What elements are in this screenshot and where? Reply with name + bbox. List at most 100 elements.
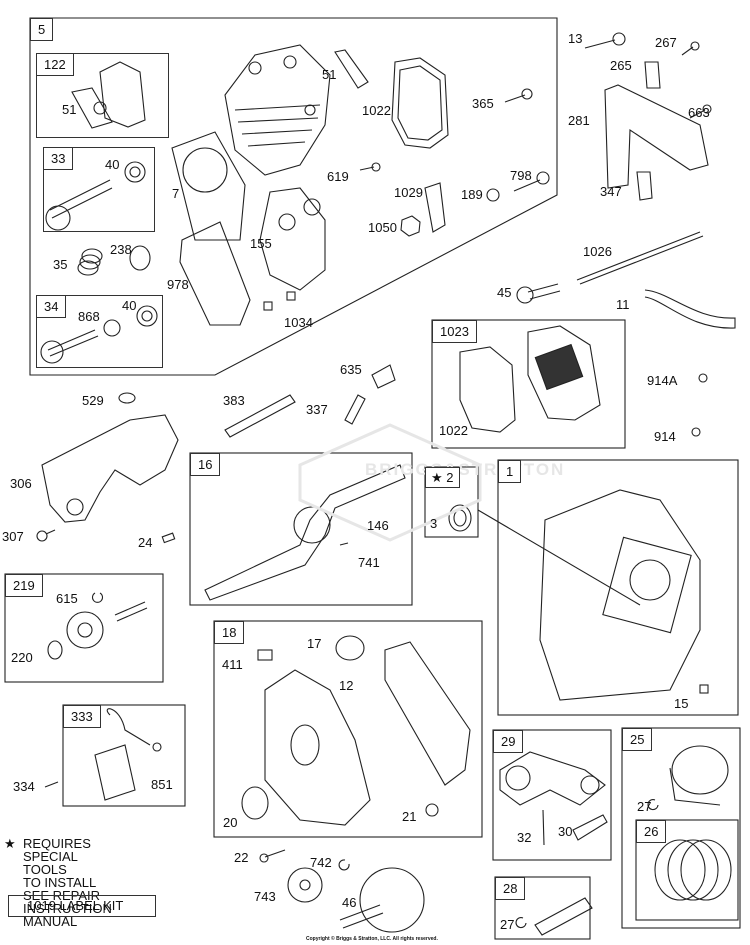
label-kit-box: 1019 LABEL KIT <box>8 895 156 917</box>
plug-21-icon <box>425 803 439 817</box>
breather-hose-635-icon <box>371 364 396 389</box>
cap-238-icon <box>129 245 151 271</box>
part-label-334: 334 <box>13 779 35 794</box>
part-label-238: 238 <box>110 242 132 257</box>
valve-plate-icon <box>259 187 326 291</box>
spark-plug-icon <box>344 394 366 425</box>
part-label-281: 281 <box>568 113 590 128</box>
part-label-615: 615 <box>56 591 78 606</box>
valve-cover-gasket-1022b-icon <box>459 346 516 433</box>
part-label-1029: 1029 <box>394 185 423 200</box>
group-16-tag: 16 <box>190 453 221 476</box>
part-label-635: 635 <box>340 362 362 377</box>
group-34-box: 34 <box>36 295 163 368</box>
drain-plug-15-icon <box>699 684 709 694</box>
part-label-27: 27 <box>500 917 515 932</box>
screw-914A-icon <box>698 373 708 383</box>
gasket-978-icon <box>179 221 251 326</box>
bearing-17-icon <box>335 635 365 661</box>
washer-220-icon <box>47 640 63 660</box>
retaining-ring-27b-icon <box>515 917 527 929</box>
bolt-13-icon <box>584 39 616 49</box>
part-label-3: 3 <box>430 516 438 531</box>
group-1-frame <box>497 459 739 716</box>
shaft-383-icon <box>224 394 296 438</box>
part-label-20: 20 <box>223 815 238 830</box>
gear-743-icon <box>287 867 323 903</box>
pivot-189-icon <box>486 188 500 202</box>
part-label-307: 307 <box>2 529 24 544</box>
piston-rings-icon <box>654 839 706 901</box>
note-line: REQUIRES SPECIAL TOOLS <box>23 836 91 877</box>
part-label-663: 663 <box>688 105 710 120</box>
blower-housing-icon <box>41 414 179 523</box>
part-label-978: 978 <box>167 277 189 292</box>
group-33-tag: 33 <box>43 147 74 170</box>
group-25-tag: 25 <box>622 728 653 751</box>
part-label-741: 741 <box>358 555 380 570</box>
part-label-40: 40 <box>105 157 120 172</box>
screw-334-icon <box>44 781 59 788</box>
group-2-number: 2 <box>446 470 454 485</box>
part-label-27: 27 <box>637 799 652 814</box>
group-1023-frame <box>431 319 626 449</box>
part-label-347: 347 <box>600 184 622 199</box>
part-label-15: 15 <box>674 696 689 711</box>
part-label-1022: 1022 <box>362 103 391 118</box>
part-label-851: 851 <box>151 777 173 792</box>
ignition-armature-icon <box>94 744 136 801</box>
group-26-tag: 26 <box>636 820 667 843</box>
part-label-30: 30 <box>558 824 573 839</box>
group-25-frame <box>621 727 741 929</box>
part-label-7: 7 <box>172 186 180 201</box>
part-label-529: 529 <box>82 393 104 408</box>
group-122-tag: 122 <box>36 53 74 76</box>
retainer-1034b-icon <box>286 291 296 301</box>
group-122-box: 122 <box>36 53 169 138</box>
part-label-267: 267 <box>655 35 677 50</box>
push-rod-icon <box>576 231 704 285</box>
screw-307-icon <box>36 530 48 542</box>
bracket-281-icon <box>604 84 709 189</box>
connecting-rod-icon <box>499 751 606 806</box>
part-label-51: 51 <box>62 102 77 117</box>
valve-spring-icon <box>77 248 103 276</box>
part-label-155: 155 <box>250 236 272 251</box>
part-label-13: 13 <box>568 31 583 46</box>
part-label-1034: 1034 <box>284 315 313 330</box>
head-gasket-icon <box>171 131 246 241</box>
clip-742-icon <box>338 859 350 871</box>
part-label-742: 742 <box>310 855 332 870</box>
intake-valve-icon <box>47 329 99 357</box>
intake-gasket-icon <box>71 87 113 129</box>
part-label-11: 11 <box>616 297 630 312</box>
group-29-frame <box>492 729 612 861</box>
part-label-21: 21 <box>402 809 417 824</box>
group-5-tag: 5 <box>30 18 54 41</box>
group-28-tag: 28 <box>495 877 526 900</box>
screw-663-icon <box>689 109 706 119</box>
part-label-146: 146 <box>367 518 389 533</box>
piston-icon <box>671 745 729 795</box>
valve-cover-gasket-icon <box>391 57 449 149</box>
star-icon: ★ <box>4 836 16 851</box>
watermark-text: BRIGGS&STRATTON <box>365 460 566 479</box>
watermark-shape <box>298 423 482 542</box>
governor-shaft-icon <box>114 601 148 622</box>
breather-tube-icon <box>644 289 736 329</box>
screw-798-icon <box>513 179 541 192</box>
crankshaft-icon <box>204 464 406 601</box>
part-label-365: 365 <box>472 96 494 111</box>
crankcase-icon <box>539 489 701 701</box>
part-label-798: 798 <box>510 168 532 183</box>
nut-1050-icon <box>400 215 421 237</box>
switch-347-icon <box>636 171 653 201</box>
part-label-914A: 914A <box>647 373 678 388</box>
retaining-ring-27a-icon <box>647 799 659 811</box>
plug-411-icon <box>257 649 273 661</box>
part-label-265: 265 <box>610 58 632 73</box>
group-5-frame <box>29 17 558 376</box>
part-label-914: 914 <box>654 429 676 444</box>
rocker-arm-icon <box>424 182 446 233</box>
